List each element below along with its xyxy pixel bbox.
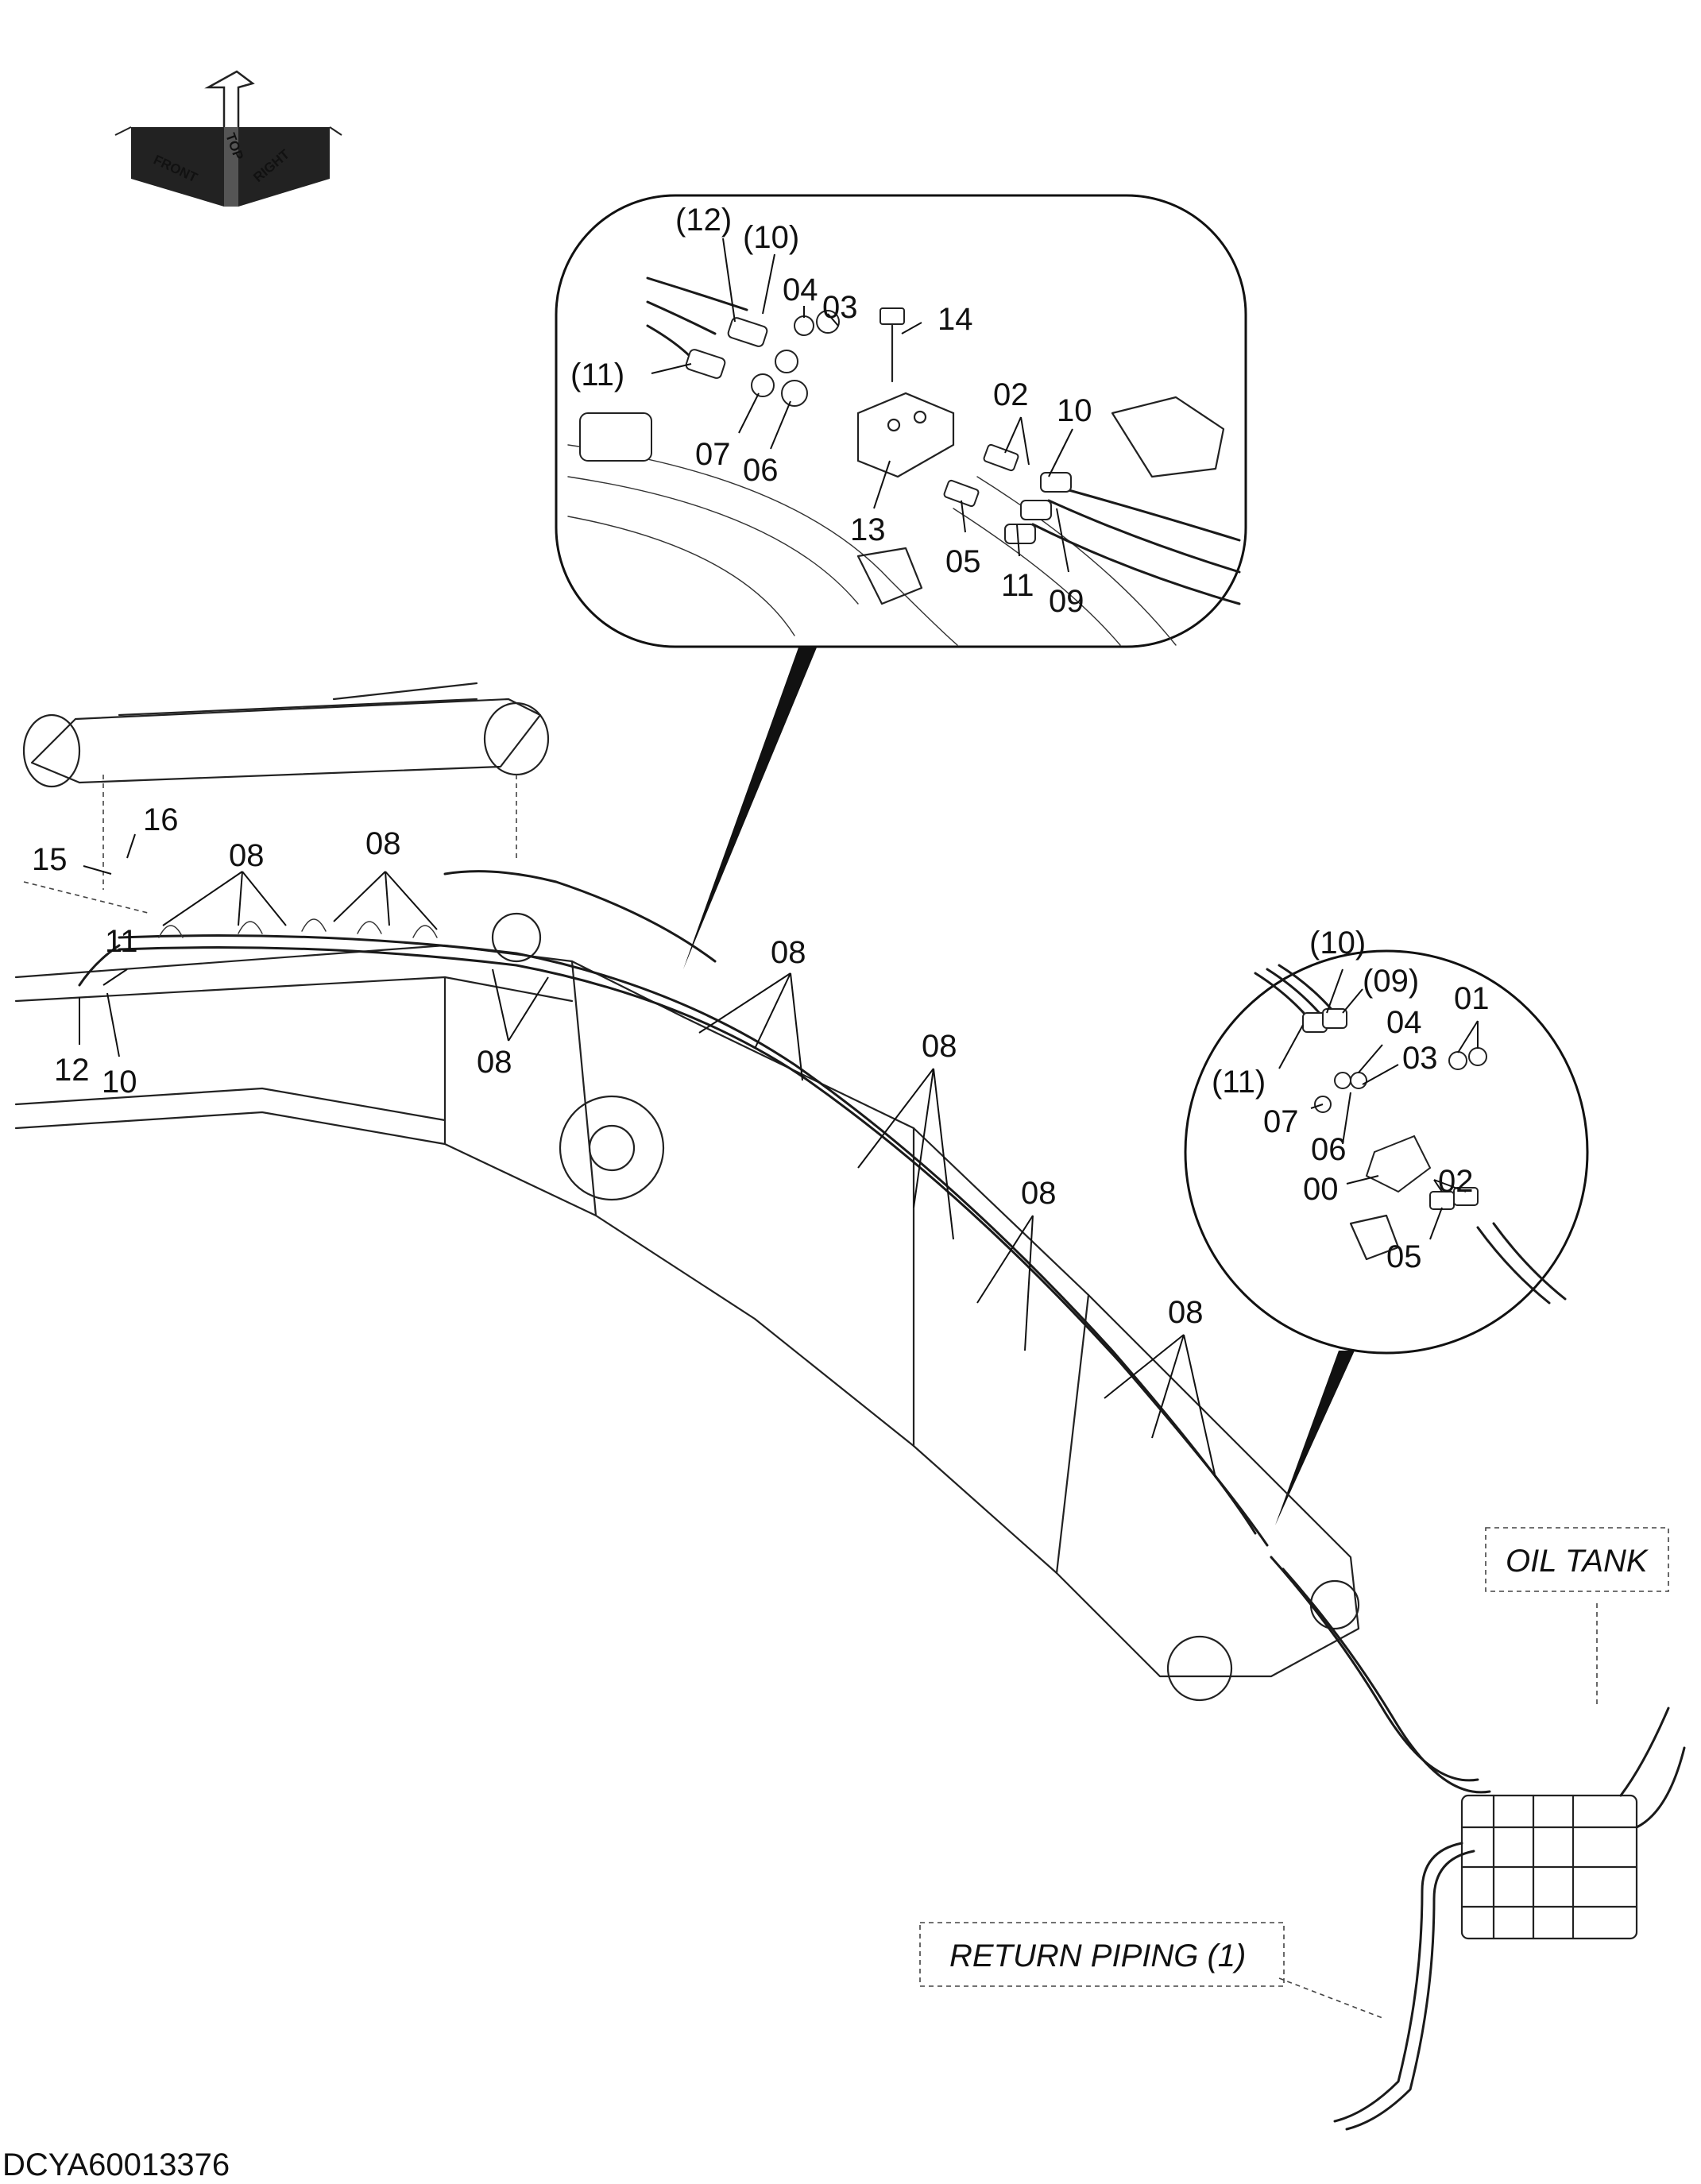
callout-upper-13: 13: [850, 512, 886, 547]
callout-upper-11: 11: [1001, 568, 1034, 603]
callout-lower-03: 03: [1402, 1041, 1438, 1076]
callout-lower-09-paren: (09): [1363, 964, 1419, 999]
document-id: DCYA60013376: [2, 2147, 230, 2182]
callout-main-08-a: 08: [229, 838, 265, 873]
callout-lower-10-paren: (10): [1309, 926, 1366, 961]
callout-main-11: 11: [105, 924, 138, 959]
callout-main-08-d: 08: [771, 935, 806, 970]
callout-main-16: 16: [143, 802, 179, 837]
return-piping-label: RETURN PIPING (1): [949, 1939, 1246, 1973]
callout-upper-04: 04: [783, 273, 818, 307]
callout-lower-04: 04: [1386, 1005, 1422, 1040]
callout-lower-01: 01: [1454, 981, 1490, 1016]
callout-upper-11-paren: (11): [570, 358, 624, 392]
callout-upper-10: (10): [743, 220, 799, 255]
callout-upper-03: 03: [822, 290, 858, 325]
detail-upper: [555, 194, 1247, 969]
detail-lower-callouts: (10) (09) 04 01 03 (11) 07 06 00 02 05: [1212, 926, 1490, 1274]
callout-lower-00: 00: [1303, 1172, 1339, 1207]
oil-tank-tag: OIL TANK: [1485, 1527, 1669, 1592]
callout-upper-14: 14: [937, 302, 973, 337]
detail-upper-callouts: (12) (10) 04 03 14 (11) 07 06 02 10 13 0…: [570, 203, 1092, 619]
callout-main-15: 15: [32, 842, 68, 877]
callout-lower-07: 07: [1263, 1104, 1299, 1139]
oil-tank-label: OIL TANK: [1506, 1544, 1649, 1579]
detail-lower: [1184, 949, 1589, 1525]
callout-upper-12: (12): [675, 203, 732, 238]
callout-upper-09: 09: [1049, 584, 1084, 619]
main-callouts: 16 15 08 08 11 12 10 08 08 08 08 08: [32, 802, 1204, 1330]
callout-main-08-e: 08: [922, 1029, 957, 1064]
callout-upper-02: 02: [993, 377, 1029, 412]
callout-main-08-f: 08: [1021, 1176, 1057, 1211]
callout-upper-10b: 10: [1057, 393, 1092, 428]
callout-main-08-b: 08: [365, 826, 401, 861]
callout-lower-06: 06: [1311, 1132, 1347, 1167]
callout-main-08-g: 08: [1168, 1295, 1204, 1330]
return-piping-tag: RETURN PIPING (1): [919, 1922, 1285, 1987]
callout-lower-05: 05: [1386, 1239, 1422, 1274]
callout-lower-11-paren: (11): [1212, 1065, 1266, 1100]
callout-upper-07: 07: [695, 437, 731, 472]
callout-main-08-c: 08: [477, 1045, 512, 1080]
callout-lower-02: 02: [1438, 1164, 1474, 1199]
orientation-symbol: TOP FRONT RIGHT: [114, 70, 342, 207]
callout-main-10: 10: [102, 1065, 137, 1100]
callout-upper-05: 05: [945, 544, 981, 579]
callout-main-12: 12: [54, 1053, 90, 1088]
boom-assembly: [14, 238, 1686, 2131]
callout-upper-06: 06: [743, 453, 779, 488]
